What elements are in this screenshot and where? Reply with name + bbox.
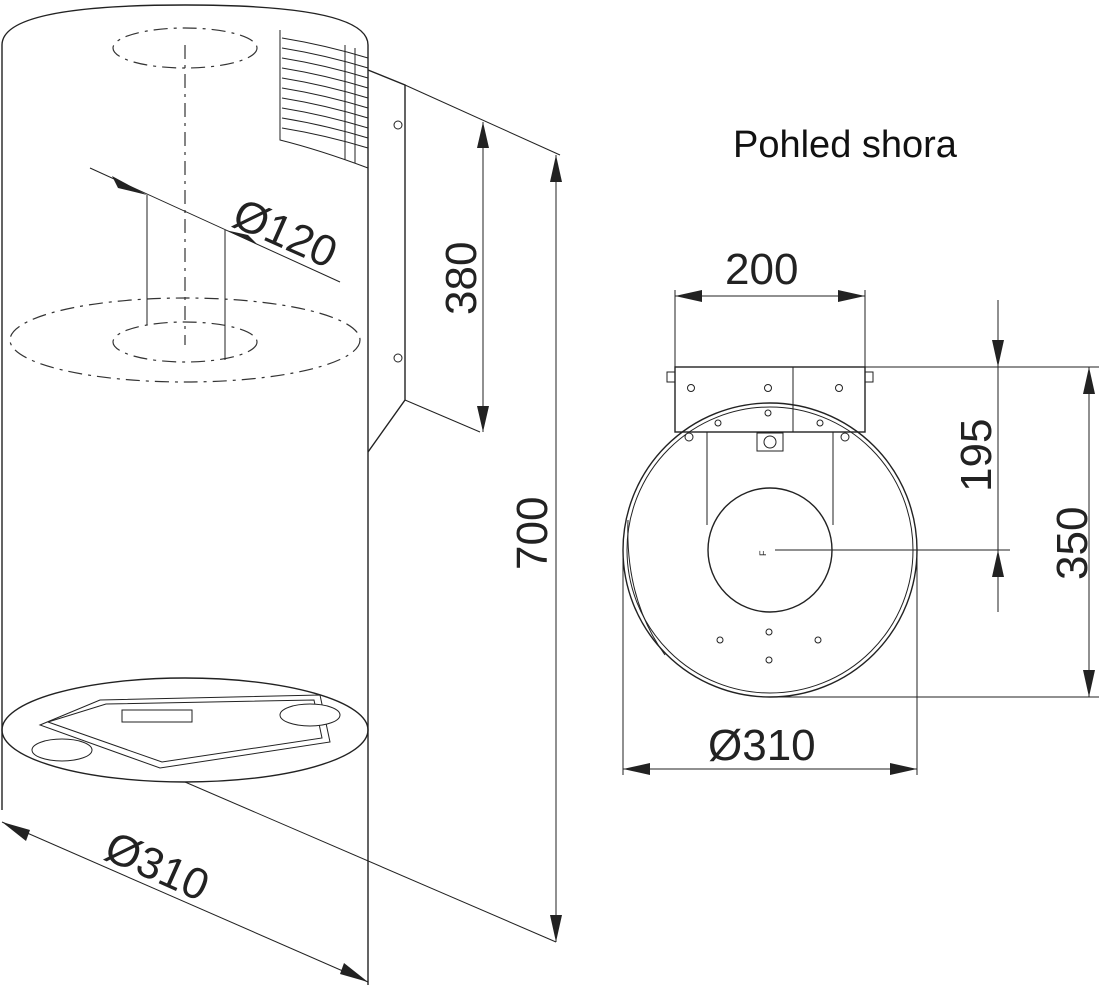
mid-duct-ellipse	[112, 321, 258, 363]
dim-mount-height: 380	[437, 122, 489, 432]
dim-duct-diameter: Ø120	[89, 167, 344, 283]
top-bracket	[666, 366, 874, 525]
top-view: F 200 195	[622, 245, 1099, 775]
dim-mount-height-label: 380	[437, 242, 486, 315]
dim-total-depth-label: 350	[1048, 507, 1097, 580]
dim-body-diameter-label: Ø310	[98, 822, 216, 911]
dim-duct-diameter-label: Ø120	[226, 189, 344, 278]
dim-total-height: 700	[184, 155, 562, 943]
cylinder-outline	[1, 4, 369, 985]
dim-top-body-diameter-label: Ø310	[708, 721, 816, 770]
center-mark: F	[758, 550, 768, 556]
side-view: Ø120 380 700 Ø310	[1, 4, 562, 985]
bottom-plate	[1, 677, 369, 783]
dim-body-diameter: Ø310	[1, 821, 369, 983]
dim-total-depth: 350	[770, 366, 1099, 698]
dim-center-offset: 195	[775, 300, 1010, 612]
vent-grille	[279, 30, 369, 169]
dim-total-height-label: 700	[508, 497, 557, 570]
dim-center-offset-label: 195	[952, 419, 1001, 492]
dim-bracket-width-label: 200	[725, 245, 798, 294]
view-title: Pohled shora	[733, 124, 958, 166]
dim-bracket-width: 200	[674, 245, 866, 367]
wall-bracket	[367, 69, 561, 453]
dim-top-body-diameter: Ø310	[622, 550, 918, 775]
